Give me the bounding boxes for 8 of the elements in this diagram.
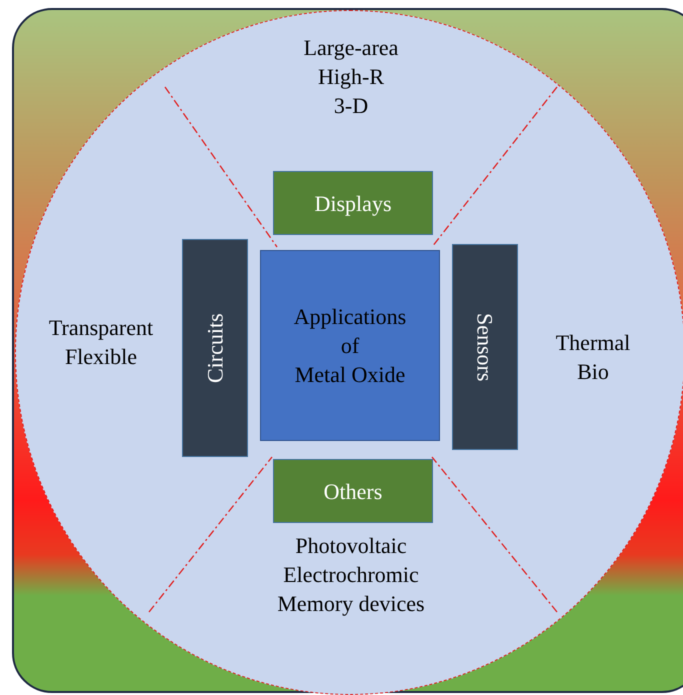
category-box: Others [273, 459, 433, 523]
center-box: Applications of Metal Oxide [260, 250, 440, 441]
category-box: Circuits [182, 239, 248, 457]
category-box: Sensors [452, 244, 518, 450]
application-list: Thermal Bio [528, 328, 658, 386]
category-box: Displays [273, 171, 433, 235]
application-list: Photovoltaic Electrochromic Memory devices [256, 531, 446, 618]
application-list: Large-area High-R 3-D [271, 33, 431, 120]
